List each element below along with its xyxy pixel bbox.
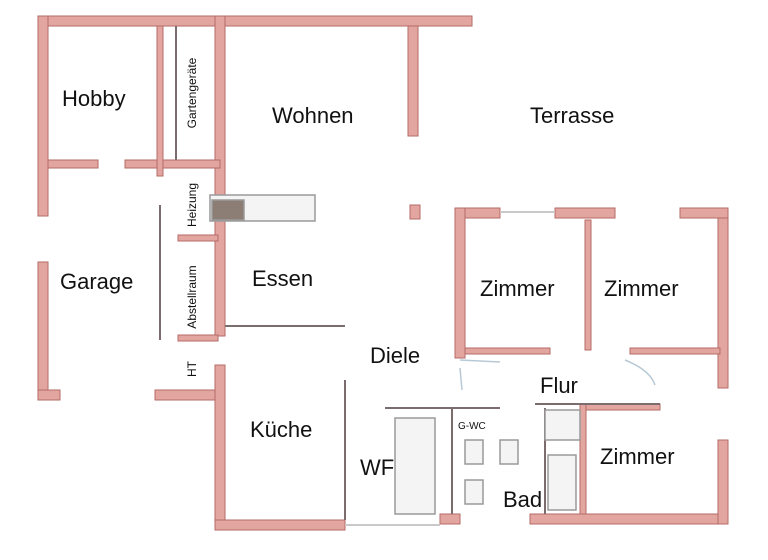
- room-label-wf: WF: [360, 455, 395, 480]
- wall-hobby-mid2: [124, 159, 221, 169]
- windows: [345, 211, 555, 526]
- wall-terrace-top3: [679, 207, 729, 219]
- wall-hobby-mid: [47, 159, 99, 169]
- wall-left-lower: [37, 261, 49, 401]
- room-label-ht: HT: [185, 361, 199, 377]
- wall-right-lower: [717, 439, 729, 525]
- room-label-wohnen: Wohnen: [272, 103, 354, 128]
- wall-bottom-garage: [37, 389, 61, 401]
- room-label-zimmer-1: Zimmer: [480, 276, 555, 301]
- door-diele: [459, 367, 463, 391]
- room-label-terrasse: Terrasse: [530, 103, 615, 128]
- room-label-essen: Essen: [252, 266, 314, 291]
- exterior-walls: [37, 15, 729, 531]
- wall-terrace-top2: [554, 207, 616, 219]
- wc-toilet: [464, 439, 484, 465]
- wc-sink: [499, 439, 519, 465]
- room-label-heizung: Heizung: [185, 182, 199, 228]
- wall-right: [717, 207, 729, 389]
- room-label-flur: Flur: [540, 373, 578, 398]
- door-zimmer3: [624, 359, 656, 386]
- wall-hobby-div: [156, 25, 164, 177]
- stair-block: [394, 417, 436, 515]
- wall-zimmer-bot-r: [629, 347, 721, 355]
- fixtures: [209, 194, 581, 515]
- wall-bottom-garage-r: [154, 389, 216, 401]
- bad-toilet: [464, 479, 484, 505]
- room-label-zimmer-2: Zimmer: [604, 276, 679, 301]
- wall-bottom-right: [439, 513, 461, 525]
- wall-zimmer-left: [454, 207, 466, 359]
- interior-lines: [159, 26, 660, 520]
- room-label-bad: Bad: [503, 487, 543, 512]
- wall-top-left: [37, 15, 473, 27]
- room-label-hobby: Hobby: [62, 86, 126, 111]
- wall-zimmer-mid: [584, 219, 592, 351]
- wall-wohnen-right: [407, 25, 419, 137]
- door-flur: [459, 359, 501, 363]
- room-label-diele: Diele: [370, 343, 421, 368]
- wall-corner: [409, 204, 421, 220]
- room-label-garage: Garage: [60, 269, 134, 294]
- wall-inner-main: [214, 15, 226, 337]
- bad-sink: [544, 409, 581, 441]
- bad-tub: [547, 454, 577, 511]
- wall-bottom-far: [529, 513, 729, 525]
- stove-box: [211, 199, 245, 221]
- wall-left-upper: [37, 15, 49, 217]
- room-label-kueche: Küche: [250, 417, 313, 442]
- room-label-abstellraum: Abstellraum: [185, 265, 199, 329]
- room-label-gartengeraete: Gartengeräte: [185, 57, 199, 129]
- wall-zimmer3-left: [579, 403, 587, 515]
- room-label-gwc: G-WC: [458, 421, 486, 432]
- wall-heiz-box: [177, 234, 219, 242]
- wall-kitchen-left: [214, 364, 226, 531]
- wall-abstell-bot: [177, 334, 219, 342]
- wall-bottom-main: [214, 519, 346, 531]
- room-label-zimmer-3: Zimmer: [600, 444, 675, 469]
- wall-zimmer-bot-l: [464, 347, 551, 355]
- doors: [459, 359, 656, 391]
